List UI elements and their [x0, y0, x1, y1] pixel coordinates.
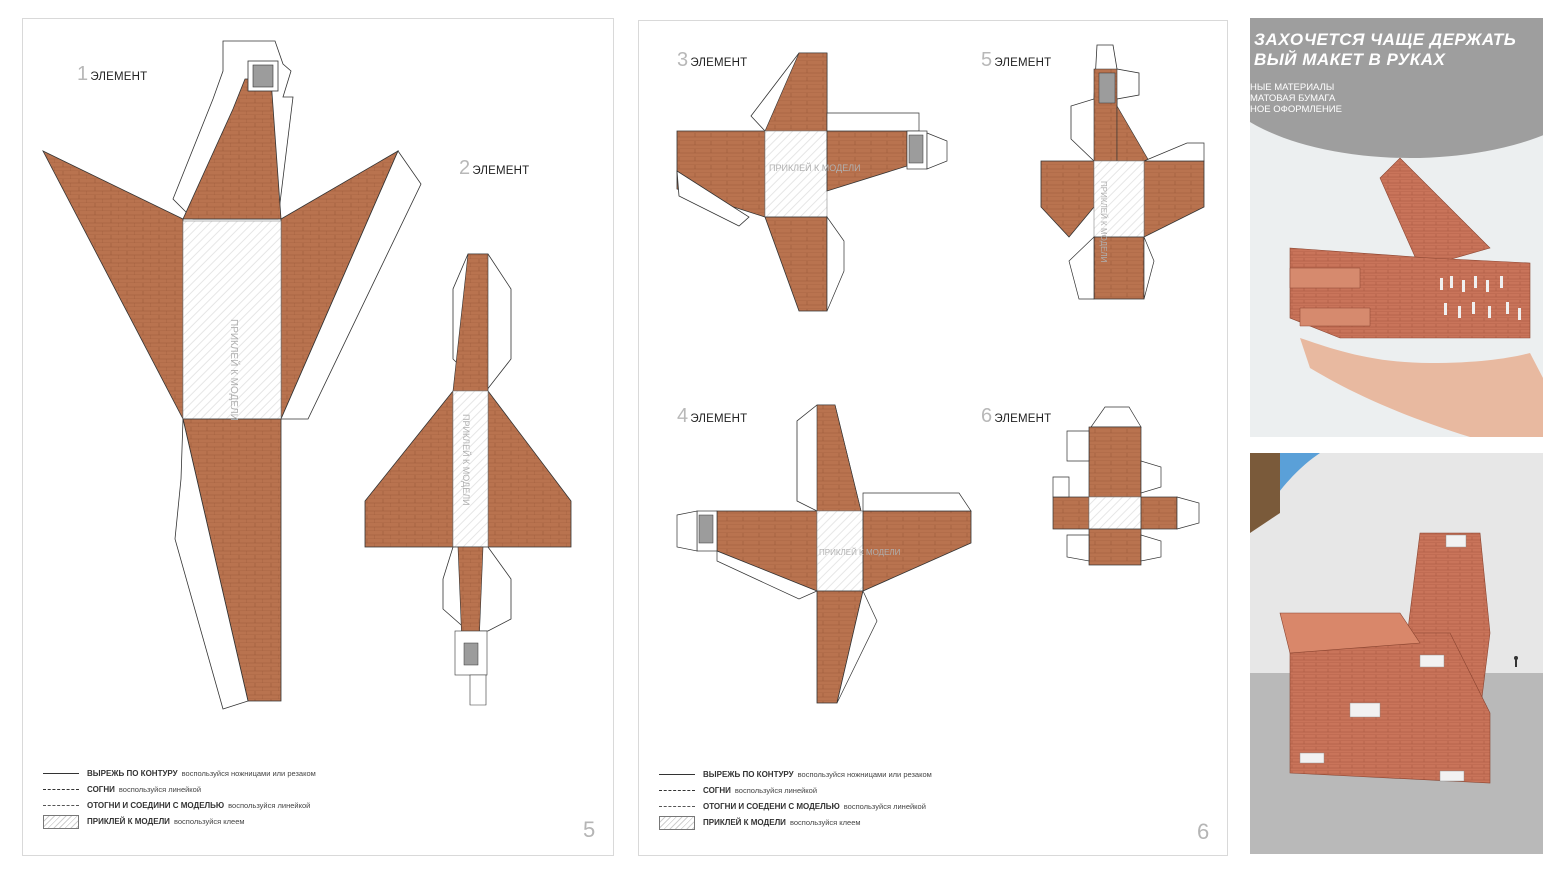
glue-text-1: ПРИКЛЕЙ К МОДЕЛИ [228, 319, 241, 421]
element-label-6: 6 ЭЛЕМЕНТ [981, 405, 1052, 427]
element-label-5: 5 ЭЛЕМЕНТ [981, 49, 1052, 71]
element-label-4: 4 ЭЛЕМЕНТ [677, 405, 748, 427]
element-6-shape [1052, 406, 1200, 566]
element-label-3: 3 ЭЛЕМЕНТ [677, 49, 748, 71]
glue-text-2: ПРИКЛЕЙ К МОДЕЛИ [461, 414, 472, 506]
element-4-shape [676, 404, 972, 704]
cutout-pattern-5: ПРИКЛЕЙ К МОДЕЛИ ПРИКЛЕЙ К МОДЕЛИ [42, 40, 572, 710]
model-on-table-illustration [1250, 453, 1543, 854]
element-label-1: 1 ЭЛЕМЕНТ [77, 63, 148, 85]
element-3-shape [676, 52, 948, 312]
template-sheet-page-5: ПРИКЛЕЙ К МОДЕЛИ ПРИКЛЕЙ К МОДЕЛИ 1 ЭЛЕМ… [22, 18, 614, 856]
promo-photo-model-on-table [1250, 453, 1543, 854]
template-sheet-page-6: ПРИКЛЕЙ К МОДЕЛИ ПРИКЛЕЙ К МОДЕЛИ ПРИКЛЕ… [638, 20, 1228, 856]
glue-text-4: ПРИКЛЕЙ К МОДЕЛИ [819, 548, 901, 557]
promo-title: ЗАХОЧЕТСЯ ЧАЩЕ ДЕРЖАТЬ ВЫЙ МАКЕТ В РУКАХ [1254, 30, 1517, 69]
page-number: 5 [583, 817, 596, 842]
element-1-shape [42, 40, 422, 710]
glue-text-5: ПРИКЛЕЙ К МОДЕЛИ [1099, 181, 1108, 263]
element-label-2: 2 ЭЛЕМЕНТ [459, 157, 530, 179]
model-in-hand-illustration [1250, 18, 1543, 437]
promo-feature-list: НЫЕ МАТЕРИАЛЫ МАТОВАЯ БУМАГА НОЕ ОФОРМЛЕ… [1250, 82, 1342, 115]
glue-text-3: ПРИКЛЕЙ К МОДЕЛИ [769, 162, 861, 173]
element-2-shape [364, 253, 572, 706]
cutout-pattern-6: ПРИКЛЕЙ К МОДЕЛИ ПРИКЛЕЙ К МОДЕЛИ ПРИКЛЕ… [676, 44, 1205, 704]
promo-photo-hand-model: ЗАХОЧЕТСЯ ЧАЩЕ ДЕРЖАТЬ ВЫЙ МАКЕТ В РУКАХ… [1250, 18, 1543, 437]
element-5-shape [1040, 44, 1205, 300]
page-number: 6 [1197, 819, 1210, 844]
